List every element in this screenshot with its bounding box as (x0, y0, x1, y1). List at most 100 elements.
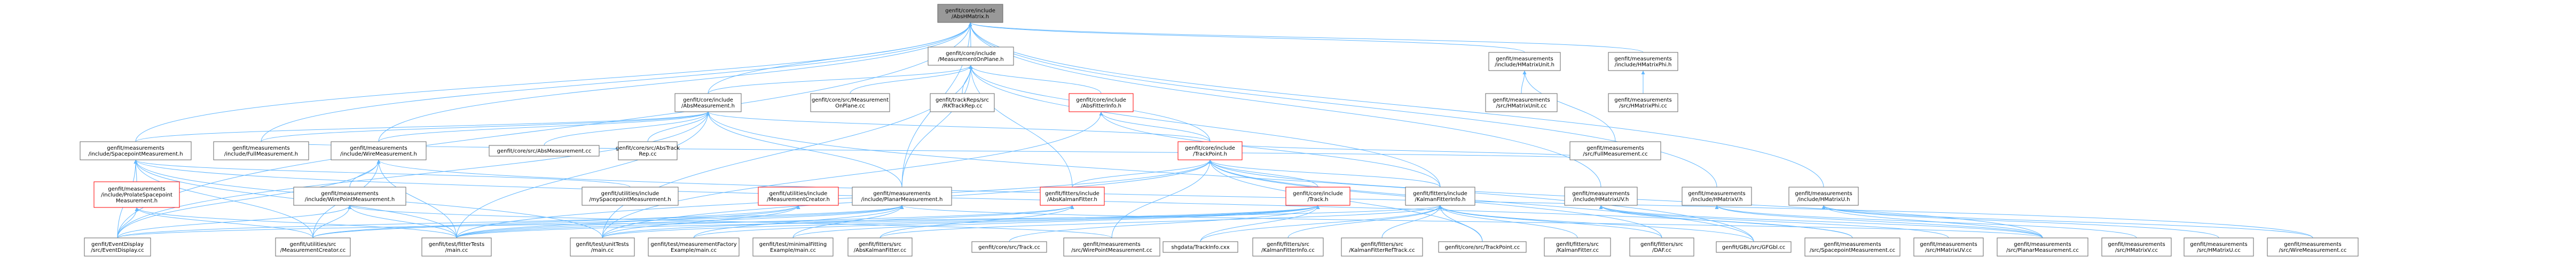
node-label-line: shgdata/TrackInfo.cxx (1171, 245, 1229, 251)
graph-node-eventdisplay[interactable]: genfit/EventDisplay/src/EventDisplay.cc (84, 237, 151, 257)
node-label-line: genfit/measurements (1493, 97, 1550, 103)
dependency-edge (456, 111, 710, 238)
node-label-line: genfit/measurements (321, 191, 378, 197)
node-label-line: genfit/core/src/AbsTrack (616, 145, 680, 151)
graph-node-meas-src-hmatrixu[interactable]: genfit/measurements/src/HMatrixU.cc (2184, 237, 2254, 257)
dependency-edge (1438, 205, 1754, 242)
graph-node-meas-src-hmatrixuv[interactable]: genfit/measurements/src/HMatrixUV.cc (1913, 237, 1984, 257)
node-label-line: /KalmanFitterInfo.cc (1261, 248, 1315, 253)
graph-node-meas-fullmeas[interactable]: genfit/measurements/include/FullMeasurem… (213, 141, 309, 160)
graph-node-core-src-trackpoint[interactable]: genfit/core/src/TrackPoint.cc (1438, 241, 1527, 253)
dependency-edge (602, 205, 800, 238)
node-label-line: genfit/measurements (1587, 145, 1644, 151)
graph-node-test-minimalfitting[interactable]: genfit/test/minimalFittingExample/main.c… (752, 237, 834, 257)
node-label-line: genfit/fitters/src (1267, 242, 1309, 248)
node-label-line: genfit/measurements (1614, 97, 1671, 103)
dependency-edge (969, 65, 1102, 94)
graph-node-meas-hmatrixv[interactable]: genfit/measurements/include/HMatrixV.h (1682, 187, 1752, 206)
node-label-line: /src/SpacepointMeasurement.cc (1810, 248, 1895, 253)
dependency-edge (261, 111, 710, 142)
node-box (1608, 93, 1678, 112)
graph-node-core-absfitterinfo[interactable]: genfit/core/include/AbsFitterInfo.h (1069, 93, 1134, 112)
graph-node-meas-src-hmatrixphi[interactable]: genfit/measurements/src/HMatrixPhi.cc (1608, 93, 1678, 112)
node-label-line: genfit/measurements (1083, 242, 1140, 248)
node-label-line: /MeasurementCreator.h (767, 197, 830, 203)
node-label-line: genfit/test/minimalFitting (759, 242, 827, 248)
graph-node-meas-wirepoint[interactable]: genfit/measurements/include/WirePointMea… (293, 187, 406, 206)
graph-node-meas-prolate[interactable]: genfit/measurements/include/ProlateSpace… (93, 181, 180, 208)
node-box (1544, 237, 1611, 257)
graph-node-meas-src-hmatrixunit[interactable]: genfit/measurements/src/HMatrixUnit.cc (1485, 93, 1558, 112)
graph-node-core-trackpoint[interactable]: genfit/core/include/TrackPoint.h (1177, 141, 1243, 160)
dependency-edge (544, 111, 710, 146)
node-label-line: /include/HMatrixU.h (1797, 197, 1850, 203)
node-box (810, 93, 890, 112)
graph-node-core-measurementonplane[interactable]: genfit/core/include/MeasurementOnPlane.h (928, 47, 1014, 66)
graph-node-meas-hmatrixunit[interactable]: genfit/measurements/include/HMatrixUnit.… (1488, 52, 1561, 71)
node-box (293, 187, 406, 206)
dependency-edge (456, 205, 904, 238)
node-label-line: /src/PlanarMeasurement.cc (2006, 248, 2079, 253)
dependency-edge (1200, 205, 1442, 242)
dependency-edge (1208, 159, 1754, 242)
graph-node-core-absmeasurement: genfit/core/include/AbsHMatrix.h (937, 4, 1003, 23)
graph-node-core-absmeas[interactable]: genfit/core/include/AbsMeasurement.h (674, 93, 742, 112)
graph-node-fitters-kalmanfitterinfo[interactable]: genfit/fitters/include/KalmanFitterInfo.… (1405, 187, 1475, 206)
dependency-edge (1208, 159, 1441, 188)
graph-node-core-src-measonplane[interactable]: genfit/core/src/MeasurementOnPlane.cc (810, 93, 890, 112)
node-label-line: genfit/measurements (873, 191, 930, 197)
node-label-line: /include/ProlateSpacepoint (101, 192, 172, 198)
graph-node-meas-spacepoint[interactable]: genfit/measurements/include/SpacepointMe… (80, 141, 192, 160)
graph-node-meas-src-wirepoint[interactable]: genfit/measurements/src/WirePointMeasure… (1063, 237, 1160, 257)
graph-node-util-measurementcreator[interactable]: genfit/utilities/include/MeasurementCrea… (758, 187, 839, 206)
graph-node-fitters-src-kalmanfitter[interactable]: genfit/fitters/src/KalmanFitter.cc (1544, 237, 1611, 257)
graph-node-meas-hmatrixphi[interactable]: genfit/measurements/include/HMatrixPhi.h (1608, 52, 1678, 71)
node-label-line: genfit/measurements (108, 187, 165, 192)
graph-node-vis-trackinfo[interactable]: shgdata/TrackInfo.cxx (1163, 241, 1238, 253)
node-label-line: genfit/measurements (232, 145, 289, 151)
graph-node-fitters-src-kalmanfitterref[interactable]: genfit/fitters/src/KalmanFitterRefTrack.… (1341, 237, 1423, 257)
graph-node-meas-hmatrixuv[interactable]: genfit/measurements/include/HMatrixUV.h (1564, 187, 1638, 206)
dependency-edge (900, 205, 2043, 238)
dependency-edge (1438, 205, 1483, 242)
node-label-line: /src/HMatrixU.cc (2197, 248, 2241, 253)
node-box (1438, 241, 1527, 253)
dependency-edge (312, 205, 800, 238)
dependency-edge (378, 111, 710, 142)
node-label-line: genfit/core/include (1185, 145, 1235, 151)
graph-node-test-measurementfactory[interactable]: genfit/test/measurementFactoryExample/ma… (648, 237, 740, 257)
graph-node-core-src-track[interactable]: genfit/core/src/Track.cc (971, 241, 1047, 253)
graph-node-fitters-abskalman[interactable]: genfit/fitters/include/AbsKalmanFitter.h (1040, 187, 1105, 206)
graph-node-meas-src-wiremeas[interactable]: genfit/measurements/src/WireMeasurement.… (2267, 237, 2359, 257)
node-label-line: genfit/utilities/src (289, 242, 336, 248)
graph-node-fitters-src-kalmanfitterinfo[interactable]: genfit/fitters/src/KalmanFitterInfo.cc (1252, 237, 1324, 257)
graph-node-gbl-src-gfgbl[interactable]: genfit/GBL/src/GFGbl.cc (1716, 241, 1792, 253)
graph-node-test-fittertests[interactable]: genfit/test/fitterTests/main.cc (421, 237, 492, 257)
dependency-edge (1381, 205, 1442, 238)
graph-node-meas-hmatrixu[interactable]: genfit/measurements/include/HMatrixU.h (1788, 187, 1859, 206)
graph-node-meas-src-planar[interactable]: genfit/measurements/src/PlanarMeasuremen… (1997, 237, 2088, 257)
graph-node-meas-wiremeas[interactable]: genfit/measurements/include/WireMeasurem… (331, 141, 427, 160)
graph-node-meas-planar[interactable]: genfit/measurements/include/PlanarMeasur… (852, 187, 952, 206)
node-label-line: /RKTrackRep.cc (942, 103, 982, 109)
node-label-line: /main.cc (445, 248, 468, 253)
graph-node-util-src-measurementcreator[interactable]: genfit/utilities/src/MeasurementCreator.… (275, 237, 351, 257)
graph-node-meas-src-fullmeas[interactable]: genfit/measurements/src/FullMeasurement.… (1569, 141, 1661, 160)
node-label-line: genfit/test/measurementFactory (650, 242, 736, 248)
graph-node-core-track[interactable]: genfit/core/include/Track.h (1285, 187, 1350, 206)
graph-node-test-unitests[interactable]: genfit/test/unitTests/main.cc (570, 237, 635, 257)
graph-node-fitters-src-abskalman[interactable]: genfit/fitters/src/AbsKalmanFitter.cc (847, 237, 913, 257)
graph-node-core-src-absmeas[interactable]: genfit/core/src/AbsMeasurement.cc (489, 145, 600, 157)
node-label-line: genfit/core/src/Track.cc (978, 245, 1040, 251)
node-label-line: Rep.cc (639, 151, 656, 157)
node-label-line: /mySpacepointMeasurement.h (589, 197, 671, 203)
graph-node-trackreps-rktrackrep[interactable]: genfit/trackReps/src/RKTrackRep.cc (930, 93, 995, 112)
dependency-edge (312, 205, 352, 238)
graph-node-meas-src-hmatrixv[interactable]: genfit/measurements/src/HMatrixV.cc (2101, 237, 2172, 257)
node-label-line: genfit/fitters/include (1413, 191, 1467, 197)
graph-node-fitters-src-daf[interactable]: genfit/fitters/src/DAF.cc (1629, 237, 1694, 257)
graph-node-util-myspacepoint[interactable]: genfit/utilities/include/mySpacepointMea… (582, 187, 679, 206)
graph-node-meas-src-spacepoint[interactable]: genfit/measurements/src/SpacepointMeasur… (1804, 237, 1900, 257)
node-box (1569, 141, 1661, 160)
